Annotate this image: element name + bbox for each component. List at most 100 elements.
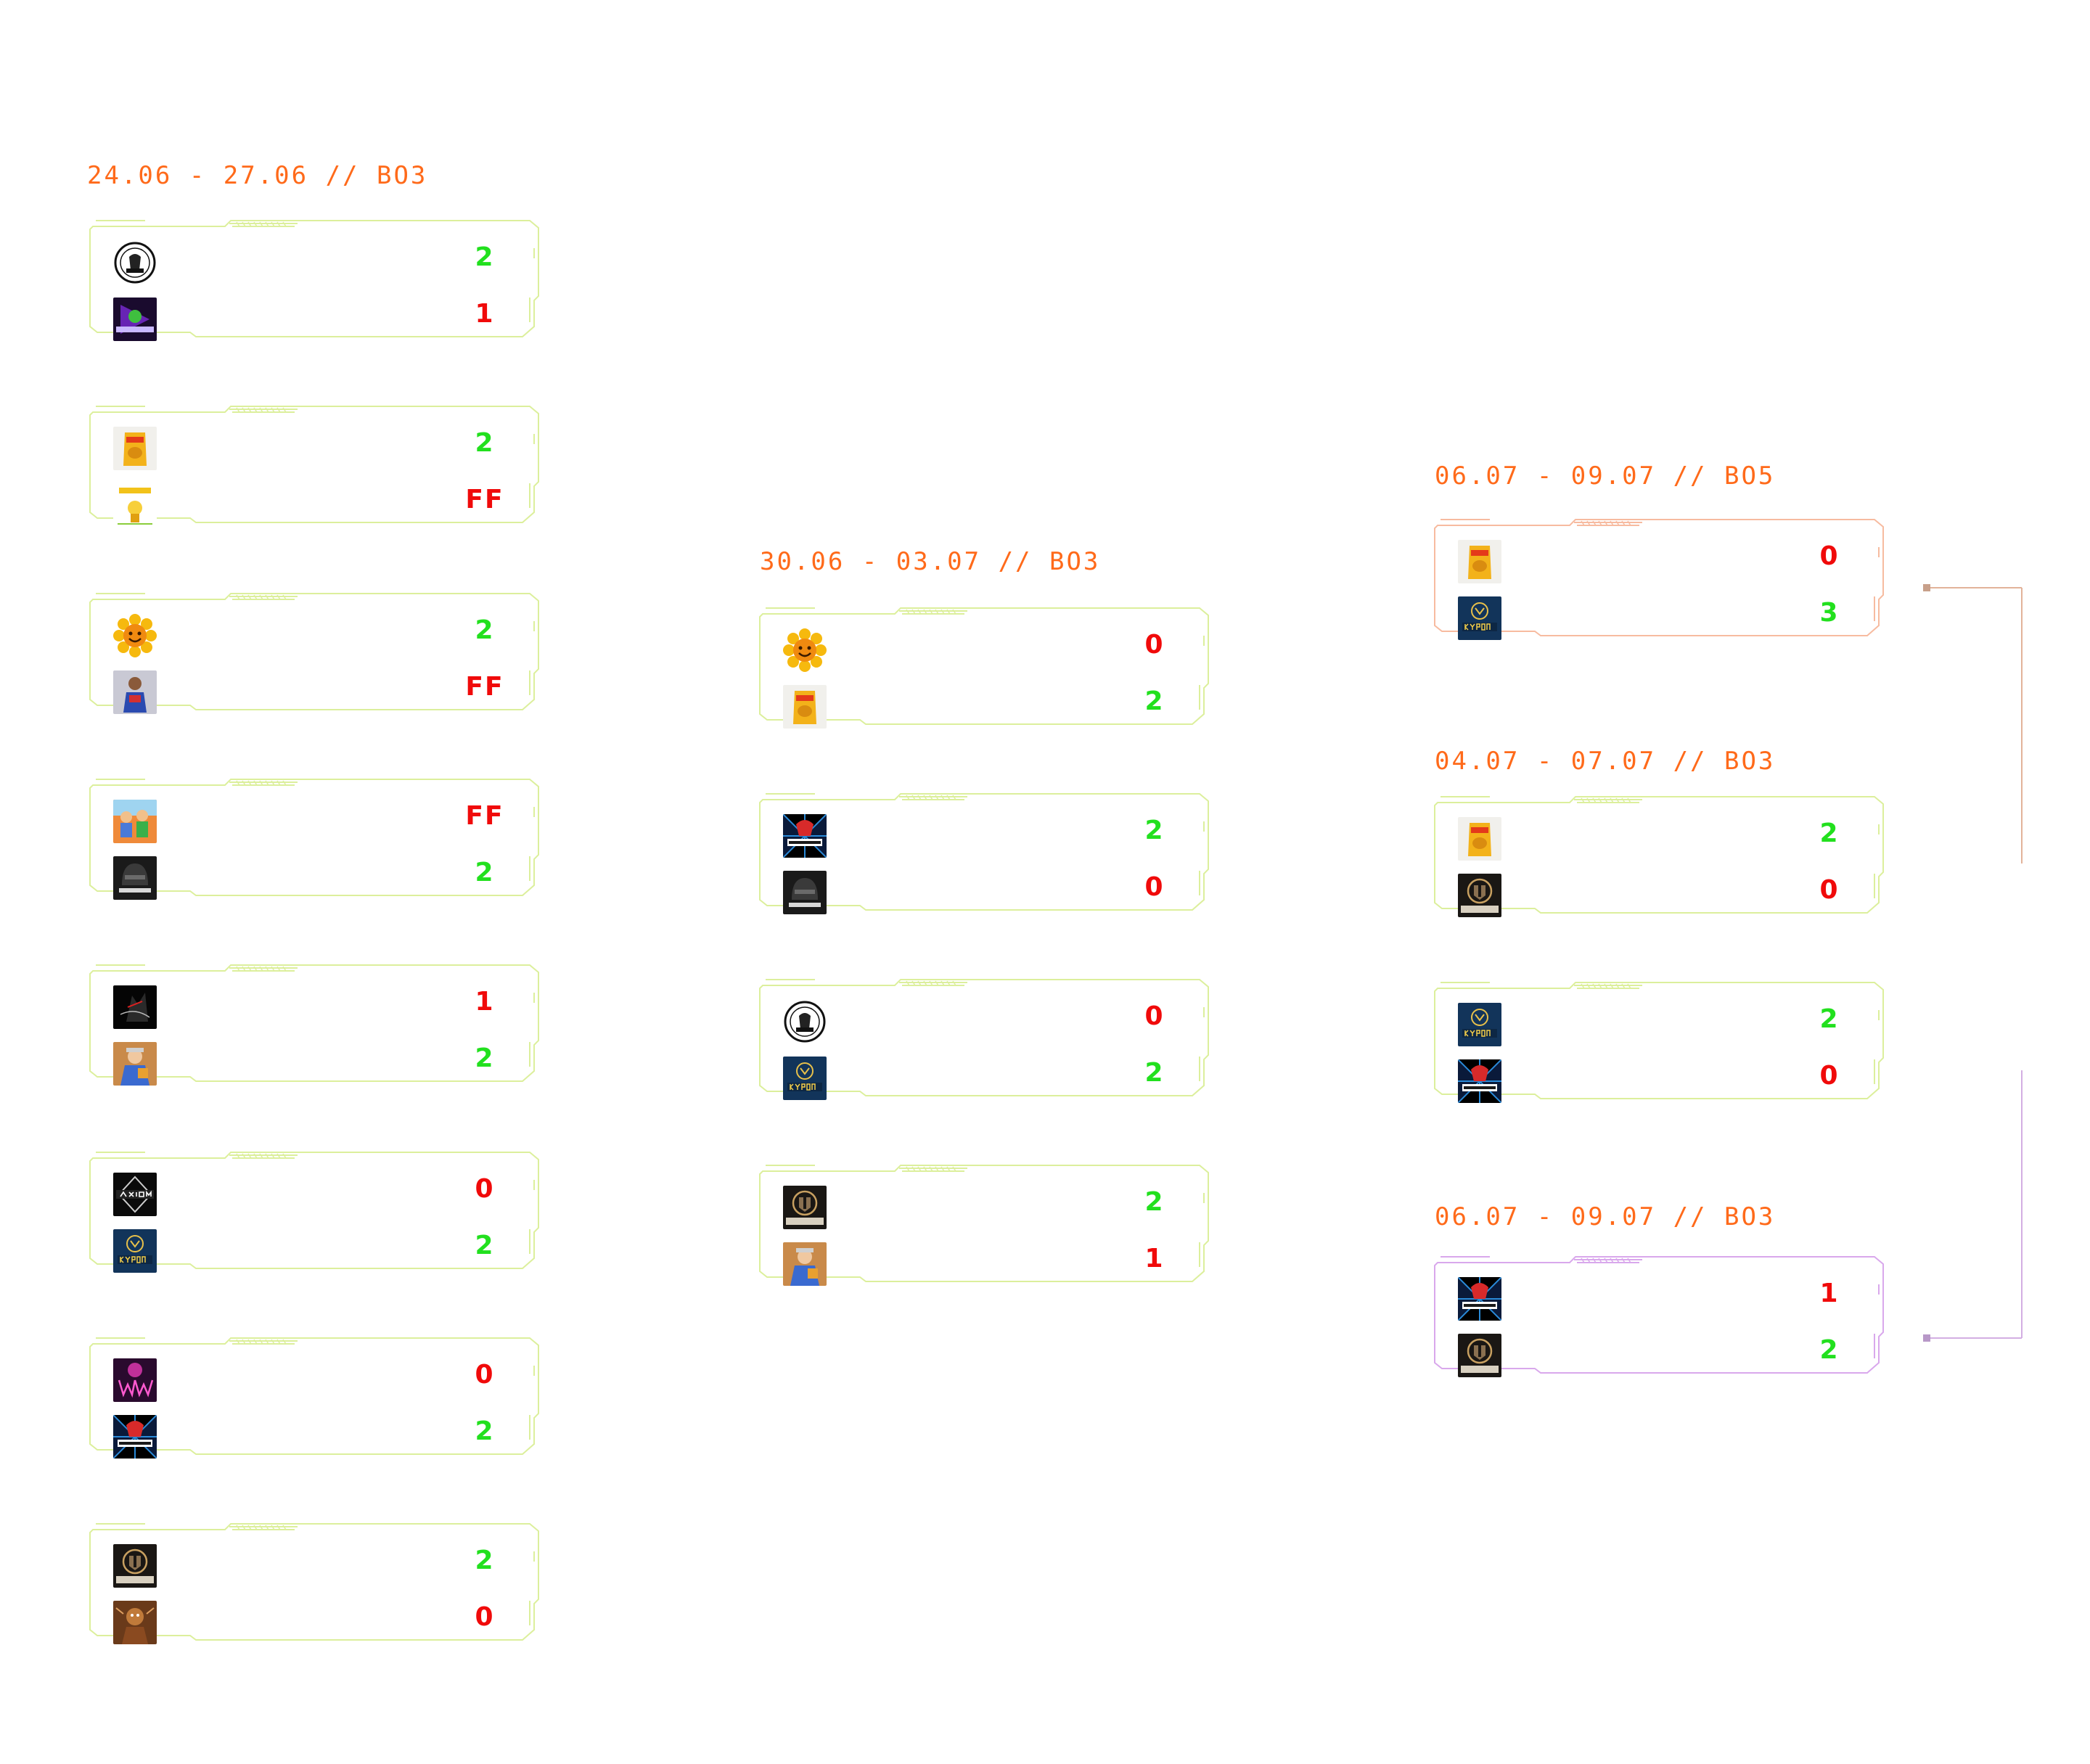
round-header-final: 06.07 - 09.07 // BO5 [1435,461,1776,491]
chips-pack-icon [113,427,157,470]
match-card-15[interactable]: 2 0 [1432,980,1896,1109]
match-card-9[interactable]: 0 2 [757,605,1221,734]
team-slot-1[interactable]: 0 [783,627,1189,673]
team-slot-1[interactable]: 1 [113,984,520,1030]
team-score: 0 [1819,541,1840,571]
team-slot-2[interactable]: 2 [113,1414,520,1460]
ukrop-icon [783,1057,827,1100]
team-score: 0 [1144,630,1165,660]
team-slot-2[interactable]: 2 [783,684,1189,730]
team-slot-2[interactable]: FF [113,482,520,528]
team-slot-2[interactable]: 0 [1458,1058,1864,1104]
match-frame [1434,1256,1884,1374]
team-score: 0 [1819,875,1840,905]
team-score: 1 [475,299,495,329]
cartoon-group-icon [113,800,157,843]
team-slot-1[interactable]: 2 [113,425,520,472]
team-score: 2 [475,1546,495,1575]
team-slot-2[interactable]: 1 [783,1241,1189,1287]
team-score: 2 [1144,686,1165,716]
gladiators-icon [1458,1334,1501,1377]
team-score: 3 [1819,598,1840,628]
match-card-5[interactable]: 1 2 [87,962,552,1091]
team-score: 2 [475,615,495,645]
team-slot-2[interactable]: 2 [113,1041,520,1087]
team-slot-1[interactable]: 2 [113,1543,520,1589]
team-slot-2[interactable]: 2 [113,855,520,901]
match-frame [1434,519,1884,636]
team-slot-2[interactable]: 0 [1458,872,1864,919]
team-score: 2 [475,1416,495,1446]
match-card-14[interactable]: 2 0 [1432,794,1896,923]
brown-character-icon [113,1601,157,1644]
ukrop-icon [1458,1003,1501,1046]
white-crest-icon [113,241,157,284]
match-card-13[interactable]: 0 3 [1432,517,1896,646]
gladiators-icon [1458,874,1501,917]
yellow-mascot-icon [113,483,157,527]
match-card-8[interactable]: 2 0 [87,1521,552,1650]
connector-grand-final-lower [1927,1070,2023,1339]
team-score: 2 [475,242,495,272]
sunflower-icon [783,628,827,672]
team-slot-2[interactable]: 0 [113,1599,520,1646]
team-slot-1[interactable]: 0 [113,1357,520,1403]
ukrop-icon [113,1229,157,1273]
round-header-semifinal: 04.07 - 07.07 // BO3 [1435,747,1776,776]
team-slot-2[interactable]: 2 [783,1055,1189,1102]
team-slot-1[interactable]: 0 [113,1171,520,1218]
team-slot-2[interactable]: 1 [113,296,520,342]
team-slot-1[interactable]: 2 [1458,1001,1864,1048]
team-score: 2 [475,428,495,458]
match-frame [759,979,1209,1096]
match-card-2[interactable]: 2 FF [87,403,552,533]
team-slot-1[interactable]: 2 [1458,816,1864,862]
www-pink-icon [113,1358,157,1402]
team-score: 0 [475,1360,495,1390]
match-frame [1434,796,1884,914]
team-slot-2[interactable]: 2 [113,1228,520,1274]
team-score: 2 [475,1043,495,1073]
team-score: 0 [475,1174,495,1204]
match-card-6[interactable]: 0 2 [87,1149,552,1279]
team-slot-1[interactable]: 0 [783,998,1189,1045]
match-frame [89,1523,539,1641]
team-slot-2[interactable]: 2 [1458,1332,1864,1379]
match-frame [1434,982,1884,1099]
round-header-round-1: 24.06 - 27.06 // BO3 [87,161,428,190]
different-icon [783,814,827,858]
team-score: 2 [1819,1004,1840,1034]
match-card-11[interactable]: 0 2 [757,977,1221,1106]
match-card-16[interactable]: 1 2 [1432,1254,1896,1383]
match-card-3[interactable]: 2 FF [87,591,552,720]
team-slot-1[interactable]: FF [113,798,520,845]
match-card-10[interactable]: 2 0 [757,791,1221,920]
connector-node-upper [1923,584,1930,591]
white-crest-icon [783,1000,827,1043]
match-card-12[interactable]: 2 1 [757,1162,1221,1292]
team-slot-2[interactable]: 3 [1458,595,1864,641]
team-slot-1[interactable]: 0 [1458,538,1864,585]
team-slot-1[interactable]: 1 [1458,1276,1864,1322]
farmer-photo-icon [113,1042,157,1086]
team-slot-1[interactable]: 2 [113,612,520,659]
match-card-1[interactable]: 2 1 [87,218,552,347]
match-card-4[interactable]: FF 2 [87,776,552,906]
team-score: FF [465,672,504,702]
team-slot-1[interactable]: 2 [783,813,1189,859]
team-score: 2 [1144,1058,1165,1088]
team-score: 2 [475,1231,495,1260]
round-header-round-2: 30.06 - 03.07 // BO3 [760,547,1101,576]
team-score: 0 [1144,1001,1165,1031]
team-score: 2 [1819,819,1840,848]
farmer-photo-icon [783,1242,827,1286]
match-card-7[interactable]: 0 2 [87,1335,552,1464]
team-slot-1[interactable]: 2 [783,1184,1189,1231]
electronic-purple-icon [113,298,157,341]
team-score: 1 [475,987,495,1017]
team-slot-2[interactable]: FF [113,669,520,715]
axiom-icon [113,1173,157,1216]
match-frame [89,779,539,896]
team-slot-1[interactable]: 2 [113,239,520,286]
team-slot-2[interactable]: 0 [783,869,1189,916]
